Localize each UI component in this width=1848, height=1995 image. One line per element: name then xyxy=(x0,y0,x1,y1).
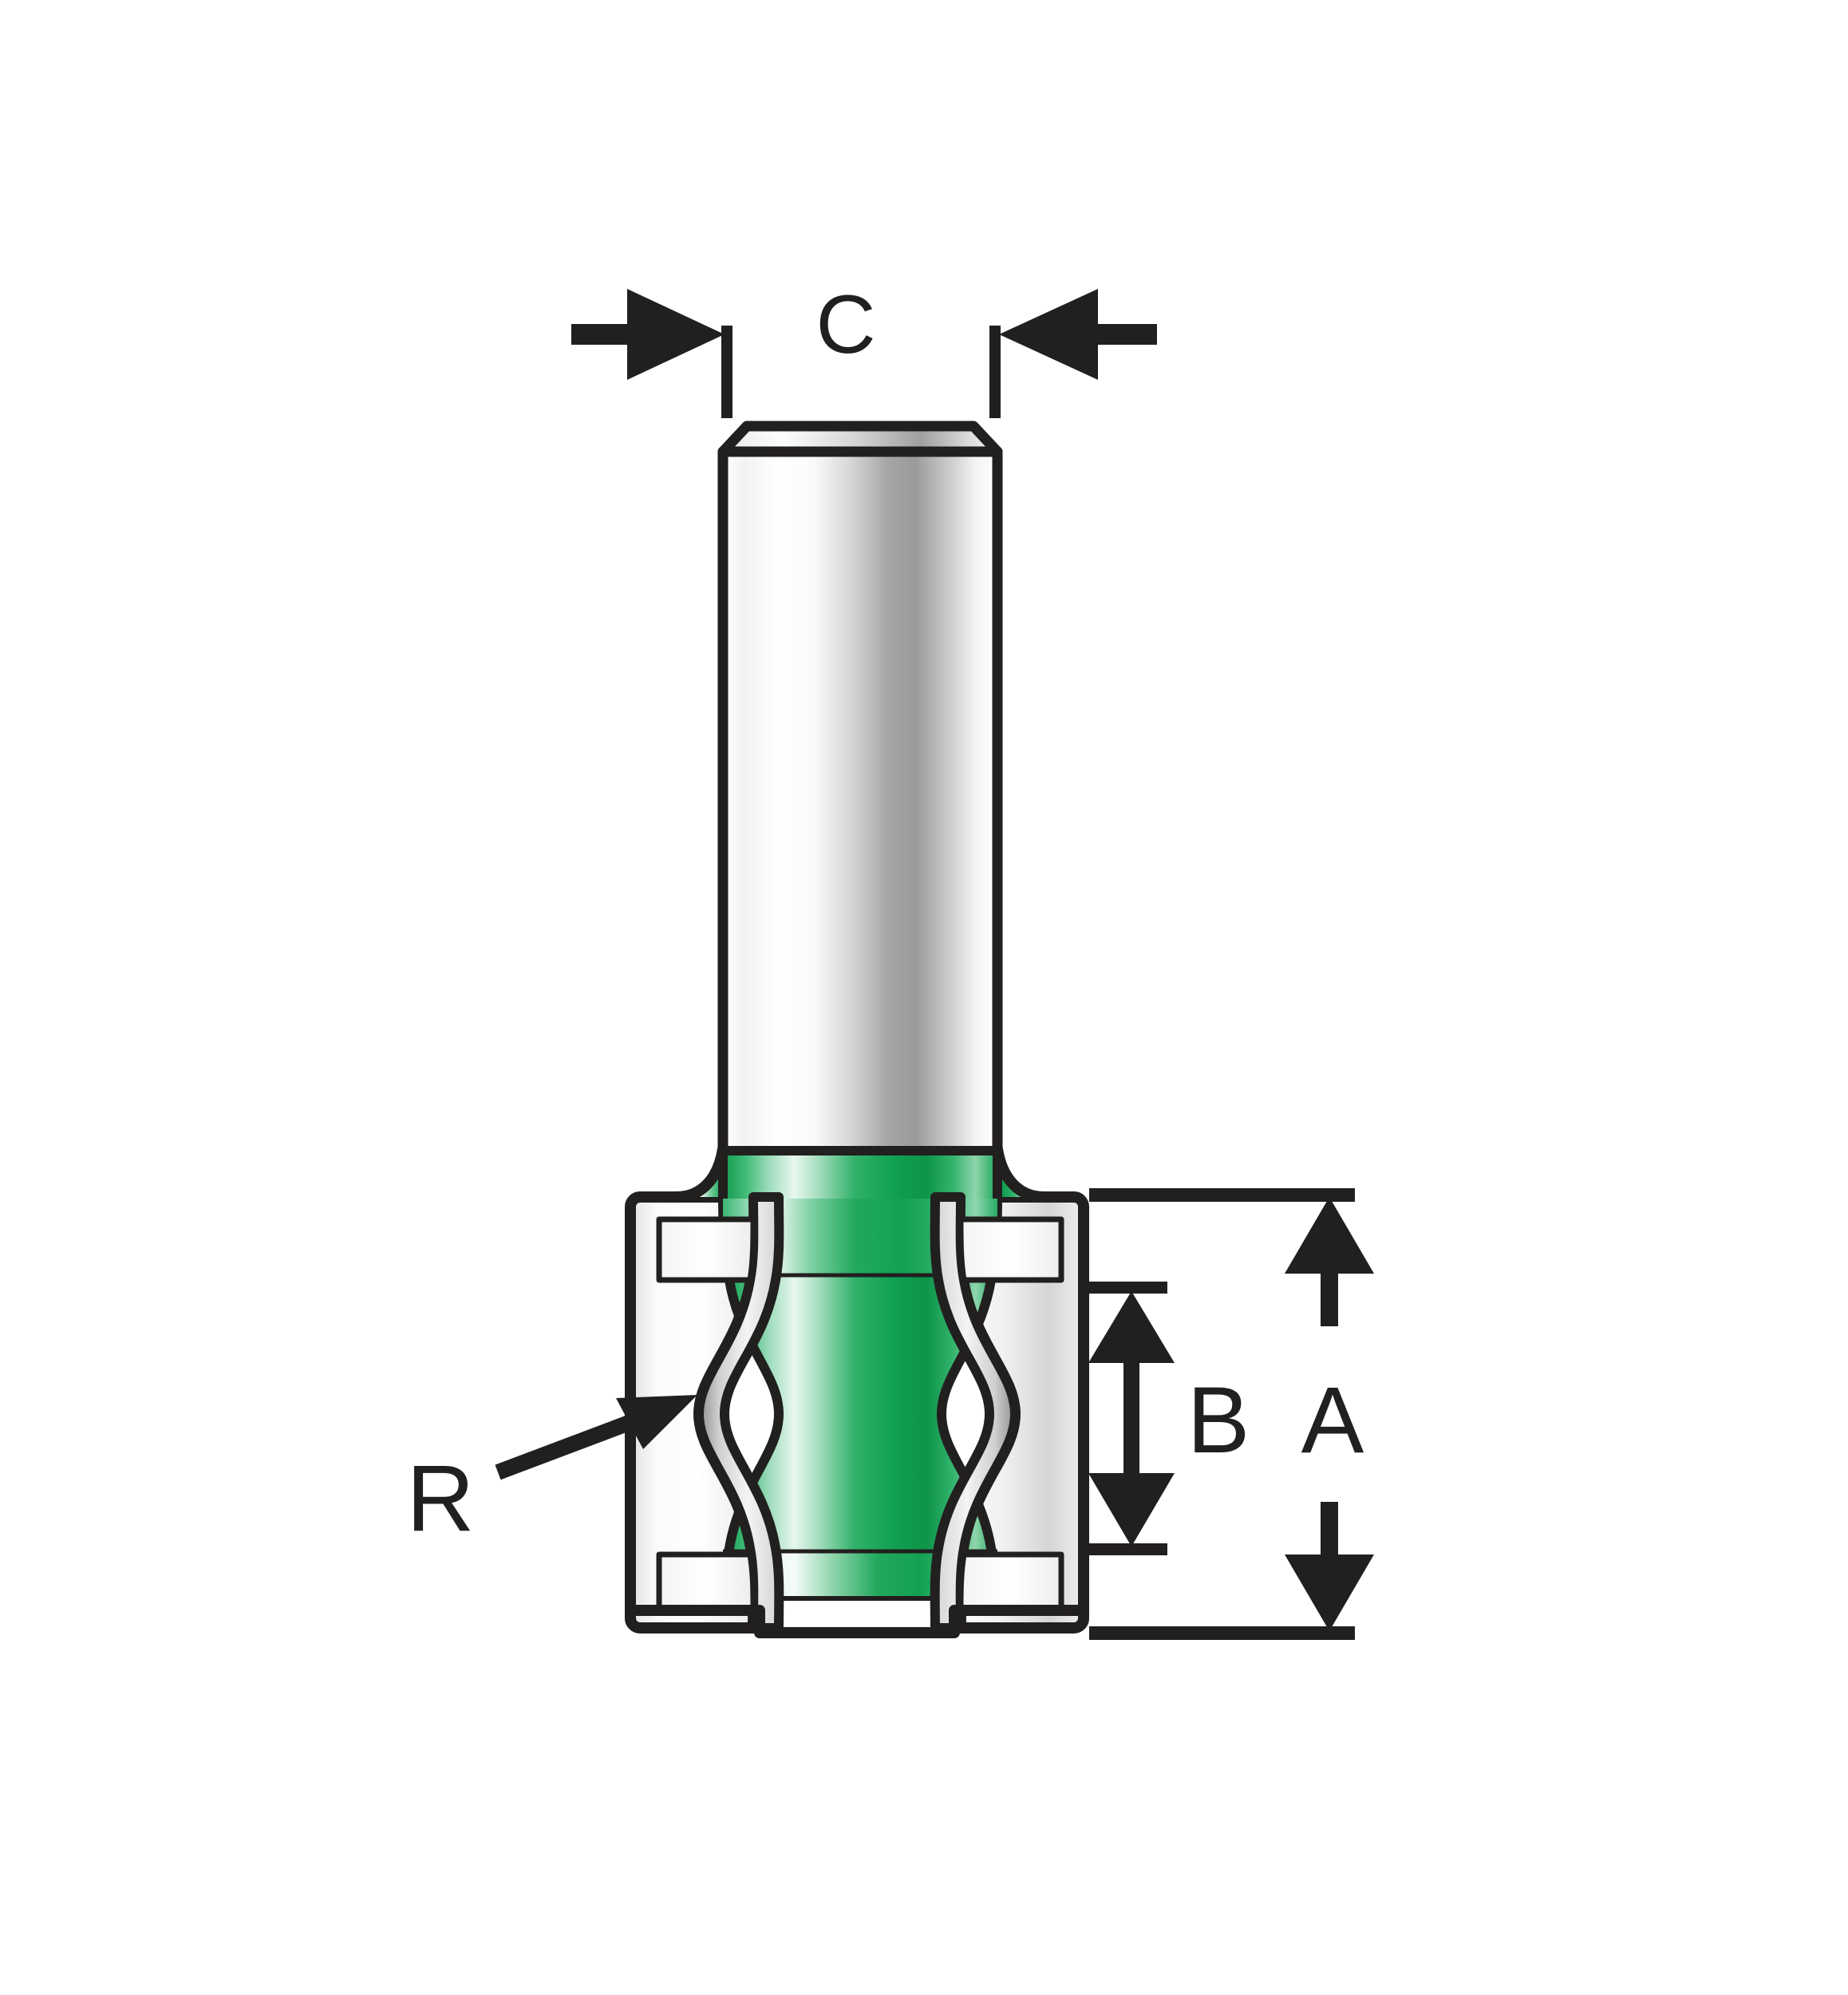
dim-a-arrowhead-up xyxy=(1285,1197,1374,1274)
dim-a-extension-bottom xyxy=(1089,1626,1355,1640)
dim-r-arrowhead xyxy=(616,1395,697,1449)
dim-b-label: B xyxy=(1187,1368,1250,1473)
dimension-b-group: B xyxy=(1088,1282,1250,1555)
dimension-a-group: A xyxy=(1089,1188,1384,1640)
cutter-head-group xyxy=(625,1144,1089,1638)
dim-b-extension-top xyxy=(1088,1282,1167,1294)
dim-c-extension-left xyxy=(721,326,732,418)
right-upper-shelf xyxy=(958,1216,1064,1283)
dim-b-extension-bottom xyxy=(1088,1543,1167,1555)
carbide-bottom-band xyxy=(723,1551,997,1596)
dim-b-arrowhead-down xyxy=(1088,1473,1175,1547)
dim-a-arrowhead-down xyxy=(1285,1555,1374,1631)
dim-a-label-knockout xyxy=(1281,1342,1384,1436)
dim-a-extension-top xyxy=(1089,1188,1355,1202)
dim-r-leader-line xyxy=(495,1408,651,1480)
dim-a-label: A xyxy=(1301,1368,1364,1473)
dimension-r-group: R xyxy=(406,1395,697,1551)
shank-group xyxy=(717,421,1003,1179)
dim-r-label: R xyxy=(406,1446,474,1551)
dim-b-arrowhead-up xyxy=(1088,1291,1175,1363)
shank-top-chamfer xyxy=(717,421,1003,457)
shank-body xyxy=(717,446,1003,1179)
carbide-top-band xyxy=(723,1199,997,1275)
dim-c-arrow-right-head xyxy=(999,289,1098,380)
dimension-c-group: C xyxy=(571,279,1157,418)
dim-c-arrow-left-head xyxy=(627,289,725,380)
left-upper-shelf xyxy=(656,1216,756,1283)
bottom-step-outline xyxy=(625,1605,1089,1638)
dim-b-shaft xyxy=(1123,1357,1139,1478)
dim-c-label: C xyxy=(815,279,875,371)
dim-c-extension-right xyxy=(989,326,1001,418)
